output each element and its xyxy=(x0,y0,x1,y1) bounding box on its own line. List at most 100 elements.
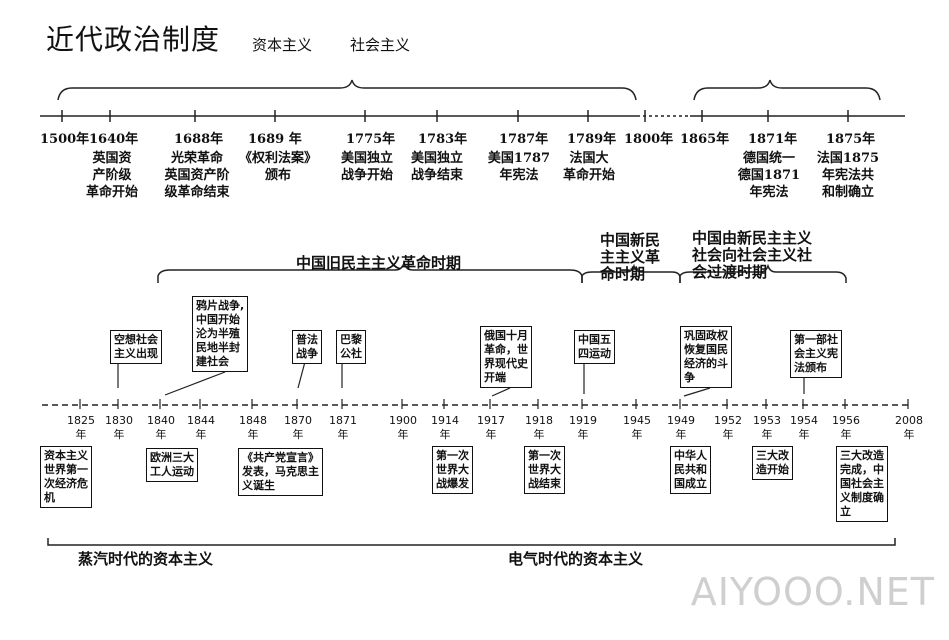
box-three-transformations-done: 三大改造 完成，中 国社会主 义制度确 立 xyxy=(836,446,888,522)
box-opium-war: 鸦片战争, 中国开始 沦为半殖 民地半封 建社会 xyxy=(192,296,249,372)
tick-unit: 年 xyxy=(722,428,734,441)
box-franco-prussian-war: 普法 战争 xyxy=(292,330,322,364)
tick-unit: 年 xyxy=(247,428,259,441)
year-label: 1875年 xyxy=(826,132,876,147)
tick-unit: 年 xyxy=(397,428,409,441)
box-paris-commune: 巴黎 公社 xyxy=(336,330,366,364)
box-utopian-socialism: 空想社会 主义出现 xyxy=(110,330,162,364)
tick-unit: 年 xyxy=(675,428,687,441)
tick-unit: 年 xyxy=(337,428,349,441)
socialism-bracket xyxy=(693,79,881,101)
event-us-independence-start: 美国独立 战争开始 xyxy=(340,151,393,183)
capitalism-label: 资本主义 xyxy=(252,36,313,54)
tick-unit: 年 xyxy=(761,428,773,441)
page-title: 近代政治制度 xyxy=(46,23,221,56)
tick-unit: 年 xyxy=(155,428,167,441)
year-label: 1688年 xyxy=(174,132,224,147)
event-french-revolution: 法国大 革命开始 xyxy=(562,151,615,183)
event-german-unification: 德国统一 德国1871 年宪法 xyxy=(737,151,801,200)
tick-unit: 年 xyxy=(903,428,915,441)
year-label: 1783年 xyxy=(418,132,468,147)
year-label: 1800年 xyxy=(624,132,674,147)
new-democratic-bracket xyxy=(581,263,681,283)
tick-unit: 年 xyxy=(292,428,304,441)
socialism-label: 社会主义 xyxy=(350,36,411,54)
era-electric: 电气时代的资本主义 xyxy=(508,550,644,568)
tick-unit: 年 xyxy=(631,428,643,441)
year-label: 1500年 xyxy=(40,132,90,147)
tick-year: 1871 xyxy=(329,414,357,427)
event-glorious-revolution: 光荣革命 英国资产阶 级革命结束 xyxy=(164,151,230,200)
tick-year: 1830 xyxy=(105,414,133,427)
tick-year: 1900 xyxy=(389,414,417,427)
tick-year: 1949 xyxy=(667,414,695,427)
year-label: 1787年 xyxy=(499,132,549,147)
tick-year: 1945 xyxy=(623,414,651,427)
year-label: 1640年 xyxy=(89,132,139,147)
era-steam: 蒸汽时代的资本主义 xyxy=(78,550,214,568)
electric-era-bracket xyxy=(296,538,896,546)
box-consolidation: 巩固政权 恢复国民 经济的斗 争 xyxy=(680,326,732,388)
period-old-democratic: 中国旧民主主义革命时期 xyxy=(296,254,462,272)
tick-year: 1848 xyxy=(239,414,267,427)
tick-year: 1870 xyxy=(284,414,312,427)
bottom-timeline-ticks xyxy=(79,399,909,409)
box-ww1-end: 第一次 世界大 战结束 xyxy=(524,446,565,494)
tick-year: 1917 xyxy=(477,414,505,427)
year-label: 1871年 xyxy=(748,132,798,147)
tick-year: 1918 xyxy=(525,414,553,427)
tick-year: 1956 xyxy=(832,414,860,427)
top-timeline-ticks xyxy=(61,110,849,122)
event-french-1875-constitution: 法国1875 年宪法共 和制确立 xyxy=(816,151,880,200)
year-label: 1865年 xyxy=(680,132,730,147)
box-workers-movements: 欧洲三大 工人运动 xyxy=(146,448,198,482)
box-ww1-start: 第一次 世界大 战爆发 xyxy=(432,446,473,494)
tick-year: 2008 xyxy=(895,414,923,427)
event-us-constitution: 美国1787 年宪法 xyxy=(487,151,551,183)
tick-year: 1840 xyxy=(147,414,175,427)
tick-unit: 年 xyxy=(577,428,589,441)
box-october-revolution: 俄国十月 革命，世 界现代史 开端 xyxy=(480,326,532,388)
event-us-independence-end: 美国独立 战争结束 xyxy=(410,151,463,183)
box-may-fourth: 中国五 四运动 xyxy=(574,330,615,364)
event-bill-of-rights: 《权利法案》 颁布 xyxy=(238,151,317,183)
tick-unit: 年 xyxy=(485,428,497,441)
steam-era-bracket xyxy=(47,538,296,546)
tick-year: 1914 xyxy=(431,414,459,427)
tick-unit: 年 xyxy=(113,428,125,441)
tick-year: 1954 xyxy=(790,414,818,427)
watermark: AIYOOO.NET xyxy=(690,570,935,614)
year-label: 1689 年 xyxy=(248,132,302,147)
tick-year: 1953 xyxy=(753,414,781,427)
period-transition: 中国由新民主主义 社会向社会主义社 会过渡时期 xyxy=(692,229,813,281)
tick-year: 1825 xyxy=(67,414,95,427)
box-economic-crisis: 资本主义 世界第一 次经济危 机 xyxy=(40,446,92,508)
transition-bracket xyxy=(679,263,847,283)
event-english-revolution: 英国资 产阶级 革命开始 xyxy=(85,151,138,200)
tick-unit: 年 xyxy=(75,428,87,441)
old-democratic-bracket xyxy=(157,260,583,283)
box-three-transformations-start: 三大改 造开始 xyxy=(752,446,793,480)
tick-unit: 年 xyxy=(533,428,545,441)
tick-year: 1844 xyxy=(187,414,215,427)
tick-year: 1919 xyxy=(569,414,597,427)
tick-unit: 年 xyxy=(439,428,451,441)
